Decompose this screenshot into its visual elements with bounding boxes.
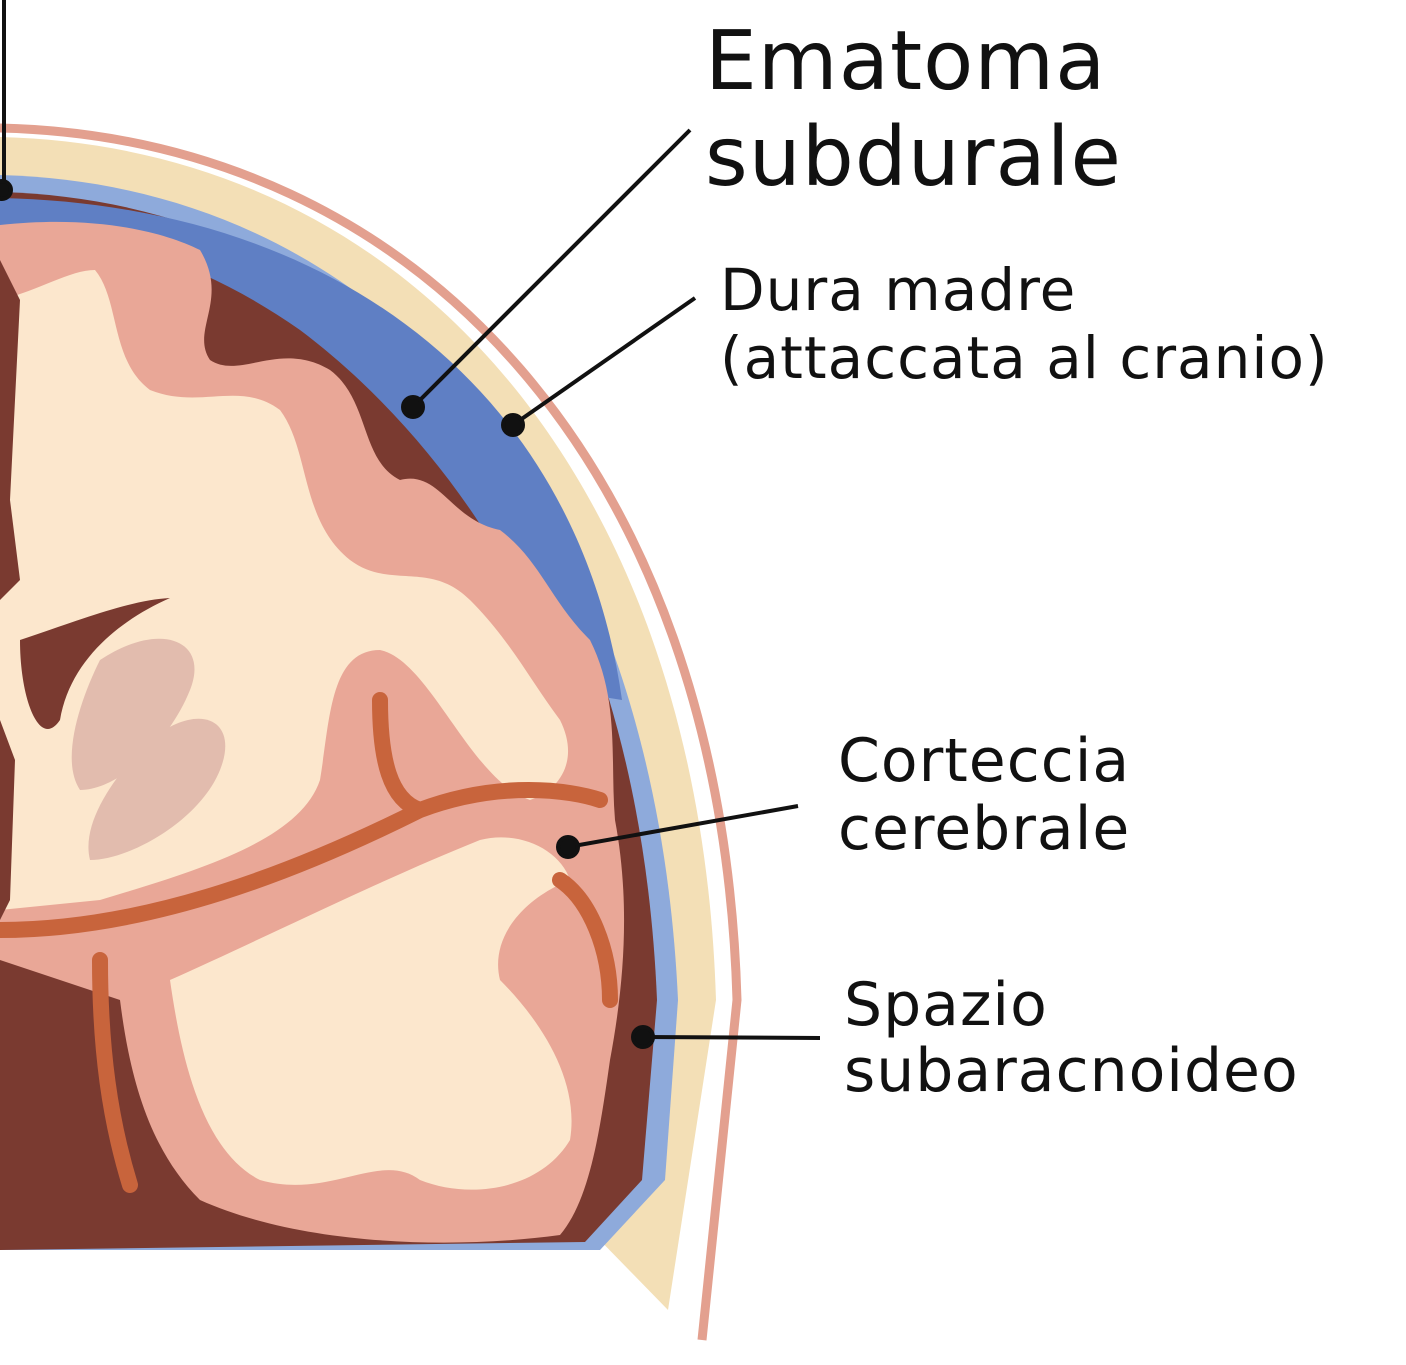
pointer-dot-top-left: [0, 179, 13, 201]
pointer-dot-spazio: [631, 1025, 655, 1049]
pointer-dot-ematoma: [401, 395, 425, 419]
label-line: subaracnoideo: [844, 1036, 1299, 1106]
leader-line-dura: [511, 296, 697, 427]
basal-ganglia: [71, 638, 195, 790]
label-line: Corteccia: [838, 726, 1131, 796]
white-matter-lower: [170, 837, 572, 1190]
label-ematoma-subdurale: Ematoma subdurale: [705, 14, 1122, 206]
label-line: Dura madre: [720, 256, 1077, 324]
label-corteccia-cerebrale: Corteccia cerebrale: [838, 727, 1130, 863]
label-line: subdurale: [705, 110, 1122, 205]
pointer-dot-corteccia: [556, 835, 580, 859]
basal-ganglia-2: [88, 718, 226, 860]
label-line: (attaccata al cranio): [720, 324, 1329, 392]
label-line: cerebrale: [838, 794, 1131, 864]
blood-vessel: [0, 692, 618, 1193]
ventricle: [20, 598, 170, 729]
label-spazio-subaracnoideo: Spazio subaracnoideo: [844, 972, 1299, 1104]
midline: [0, 260, 20, 920]
pointer-dot-dura: [501, 413, 525, 437]
leader-line-ematoma: [411, 128, 692, 409]
leader-line-spazio: [642, 1035, 821, 1040]
label-dura-madre: Dura madre (attaccata al cranio): [720, 256, 1329, 392]
leader-line-corteccia: [567, 804, 799, 849]
label-line: Ematoma: [705, 14, 1107, 109]
scalp-line: [0, 123, 742, 1341]
label-line: Spazio: [844, 970, 1048, 1040]
